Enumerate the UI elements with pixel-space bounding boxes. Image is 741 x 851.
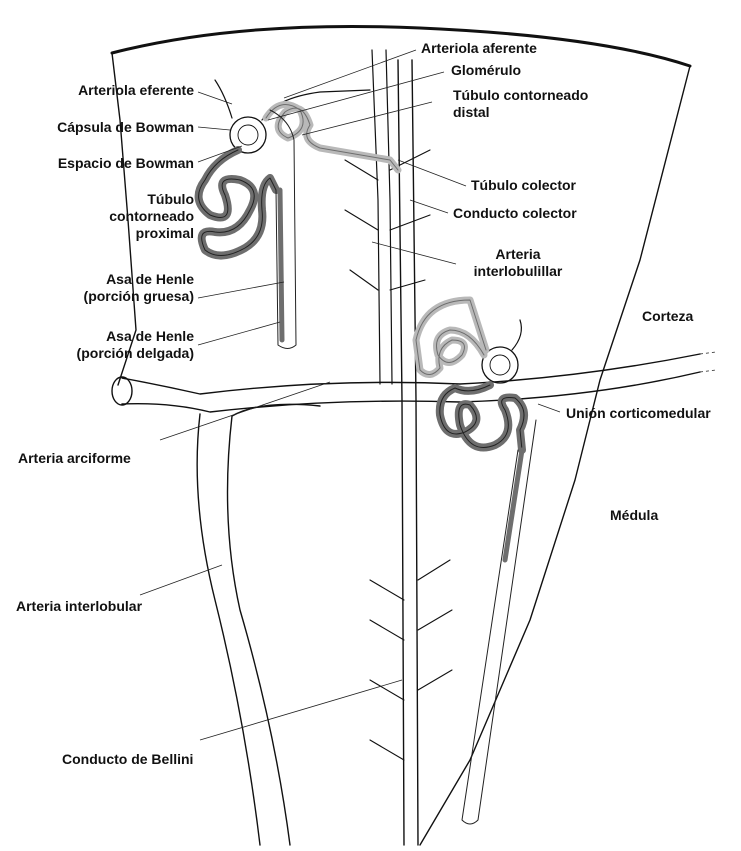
label-espacio-bowman: Espacio de Bowman [4,155,194,172]
label-conducto-colector: Conducto colector [453,205,577,222]
label-arteria-arciforme: Arteria arciforme [18,450,131,467]
label-arteriola-eferente: Arteriola eferente [12,82,194,99]
label-arteria-interlobulillar: Arteria interlobulillar [458,246,578,280]
label-arteriola-aferente: Arteriola aferente [421,40,537,57]
label-glomerulo: Glomérulo [451,62,521,79]
superficial-nephron [199,80,398,349]
label-capsula-bowman: Cápsula de Bowman [4,119,194,136]
collecting-duct [370,60,452,845]
label-conducto-bellini: Conducto de Bellini [62,751,193,768]
arcuate-artery [112,352,716,412]
label-asa-henle-delgada: Asa de Henle (porción delgada) [40,328,194,362]
label-tubulo-colector: Túbulo colector [471,177,576,194]
label-corteza: Corteza [642,308,693,325]
label-tubulo-distal: Túbulo contorneado distal [453,87,588,121]
interlobular-artery [197,404,320,845]
label-medula: Médula [610,507,658,524]
label-union-corticomedular: Unión corticomedular [566,405,711,422]
label-tubulo-proximal: Túbulo contorneado proximal [60,191,194,242]
label-arteria-interlobular: Arteria interlobular [16,598,142,615]
label-asa-henle-gruesa: Asa de Henle (porción gruesa) [40,271,194,305]
